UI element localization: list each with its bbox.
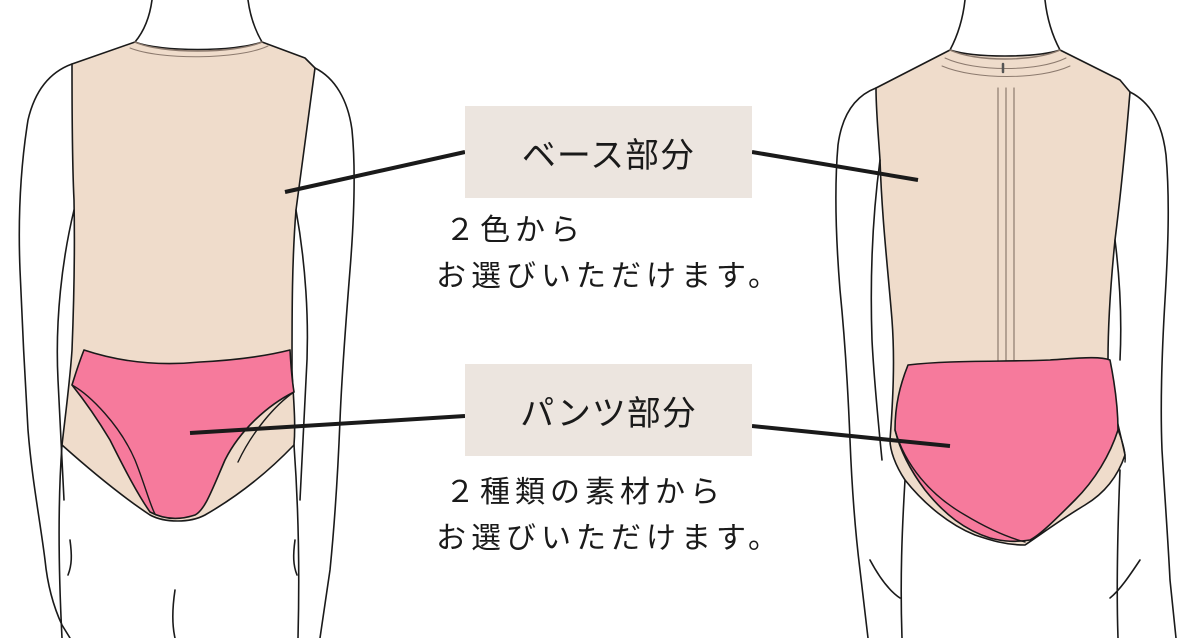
front-pants-fabric bbox=[71, 349, 295, 520]
back-left-arm bbox=[835, 87, 877, 639]
front-neck bbox=[134, 0, 153, 43]
back-figure bbox=[835, 0, 1177, 639]
base-description-line-1: ２色から bbox=[445, 213, 585, 248]
back-pants-fabric bbox=[894, 356, 1119, 543]
base-leader-back bbox=[751, 150, 919, 182]
pants-description-line-1: ２種類の素材から bbox=[445, 475, 725, 510]
pants-part-label: パンツ部分 bbox=[465, 364, 752, 456]
pants-leader-front bbox=[189, 414, 466, 435]
front-collar bbox=[134, 41, 263, 52]
front-left-arm bbox=[18, 63, 73, 639]
back-right-arm bbox=[1129, 91, 1177, 639]
base-part-label-text: ベース部分 bbox=[521, 135, 696, 176]
back-collar bbox=[949, 49, 1061, 60]
front-right-arm bbox=[314, 67, 355, 639]
base-leader-front bbox=[284, 150, 466, 194]
front-figure bbox=[18, 0, 355, 639]
pants-description-line-2: お選びいただけます。 bbox=[436, 521, 783, 556]
pants-part-label-text: パンツ部分 bbox=[520, 393, 697, 434]
back-neck bbox=[949, 0, 966, 51]
base-part-label: ベース部分 bbox=[465, 106, 752, 198]
base-description-line-2: お選びいただけます。 bbox=[436, 259, 783, 294]
pants-leader-back bbox=[751, 424, 951, 448]
